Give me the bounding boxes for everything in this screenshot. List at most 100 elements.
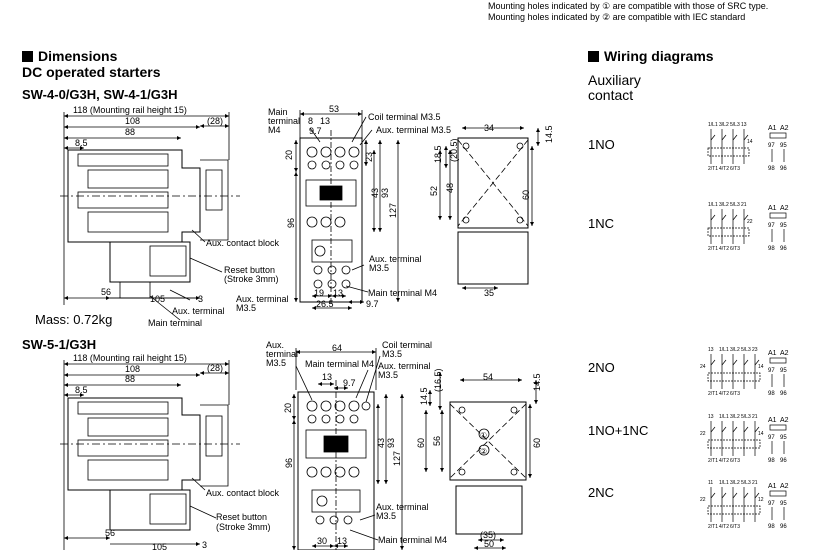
terminal-label-top: 3/L2	[719, 122, 729, 128]
dim-13-2: 13	[322, 372, 332, 382]
contact-label-97: 97	[768, 223, 775, 229]
label-coil-terminal-2: Coil terminal	[382, 340, 432, 350]
side-view-sw5-labels: 118 (Mounting rail height 15) 108 88 8.5…	[73, 353, 280, 550]
dim-14-5: 14.5	[544, 125, 554, 143]
dim-8-5-2: 8.5	[75, 385, 88, 395]
dimensions-heading-text: Dimensions	[38, 48, 118, 64]
note-iec-compat: Mounting holes indicated by ② are compat…	[488, 12, 746, 22]
dim-14-5-b: 14.5	[532, 373, 542, 391]
label-reset-stroke-2: (Stroke 3mm)	[216, 522, 271, 532]
dim-30: 30	[317, 536, 327, 546]
dim-13b-2: 13	[337, 536, 347, 546]
label-main: Main	[268, 107, 288, 117]
dim-60: 60	[521, 190, 531, 200]
terminal-label-top: 3/L2	[730, 480, 740, 486]
coil-label-a1: A1	[768, 483, 777, 490]
aux-contact-label-1: Auxiliary	[588, 72, 641, 88]
dim-50: 50	[484, 539, 494, 549]
label-m4: M4	[268, 125, 281, 135]
dim-20: 20	[284, 150, 294, 160]
label-reset-button-2: Reset button	[216, 512, 267, 522]
dim-127-2: 127	[392, 451, 402, 466]
contact-label-98: 98	[768, 524, 775, 530]
front-view-sw4	[294, 110, 400, 310]
contact-label-98: 98	[768, 458, 775, 464]
label-main-terminal-m4: Main terminal M4	[368, 288, 437, 298]
terminal-label-top: 5/L3	[741, 414, 751, 420]
terminal-label-top: 1/L1	[708, 122, 718, 128]
wiring-label-1nc: 1NC	[588, 216, 615, 231]
dim-64: 64	[332, 343, 342, 353]
label-aux-terminal-m35: M3.5	[236, 303, 256, 313]
label-aux-contact-block: Aux. contact block	[206, 238, 280, 248]
dim-28-2: (28)	[207, 363, 223, 373]
aux-contact-number: 14	[747, 139, 753, 145]
contact-label-96: 96	[780, 166, 787, 172]
label-main-terminal-m4-2: Main terminal M4	[305, 359, 374, 369]
contact-label-96: 96	[780, 458, 787, 464]
terminal-label-bottom: 6/T3	[730, 391, 740, 397]
label-m35-2: M3.5	[266, 358, 286, 368]
aux-contact-number: 14	[758, 364, 764, 370]
dim-60-b: 60	[532, 438, 542, 448]
coil-label-a1: A1	[768, 125, 777, 132]
terminal-label-bottom: 2/T1	[708, 246, 718, 252]
mass-label: Mass: 0.72kg	[35, 312, 113, 327]
contact-label-97: 97	[768, 368, 775, 374]
dim-93: 93	[380, 188, 390, 198]
mounting-view-sw5-labels: (16.5) 14.5 54 14.5 60 56 60 ① ② (35) 50	[416, 368, 542, 549]
coil-label-a2: A2	[780, 483, 789, 490]
dim-35: 35	[484, 288, 494, 298]
terminal-label-top: 3/L2	[730, 347, 740, 353]
label-aux-terminal-low-2: Aux. terminal	[376, 502, 429, 512]
contact-label-96: 96	[780, 246, 787, 252]
dim-3: 3	[198, 294, 203, 304]
dim-96: 96	[286, 218, 296, 228]
label-aux-terminal-r-m35-2: M3.5	[378, 370, 398, 380]
mounting-view-sw4	[438, 126, 540, 290]
aux-contact-number: 22	[747, 219, 753, 225]
contact-label-95: 95	[780, 368, 787, 374]
label-coil-m35-2: M3.5	[382, 349, 402, 359]
terminal-label-bottom: 4/T2	[719, 166, 729, 172]
dim-56-mount: 56	[432, 436, 442, 446]
terminal-label-bottom: 2/T1	[708, 524, 718, 530]
label-aux-terminal-right-m35: M3.5	[369, 263, 389, 273]
dim-53: 53	[329, 104, 339, 114]
contact-label-95: 95	[780, 143, 787, 149]
dim-60-a: 60	[416, 438, 426, 448]
dim-108-2: 108	[125, 364, 140, 374]
label-aux-terminal-low-m35-2: M3.5	[376, 511, 396, 521]
terminal-label-top: 1/L1	[708, 202, 718, 208]
mount-hole-marker-1: ①	[480, 431, 487, 440]
coil-label-a1: A1	[768, 205, 777, 212]
label-aux-2: Aux.	[266, 340, 284, 350]
dim-3-2: 3	[202, 540, 207, 550]
bullet-square-icon	[22, 51, 33, 62]
dim-108: 108	[125, 116, 140, 126]
aux-contact-number: 14	[758, 431, 764, 437]
label-aux-terminal-r-2: Aux. terminal	[378, 361, 431, 371]
terminal-label-top: 13	[708, 347, 714, 353]
dim-18-5: 18.5	[433, 145, 443, 163]
side-view-sw5	[60, 360, 240, 550]
terminal-label-top: 21	[752, 480, 758, 486]
terminal-label-bottom: 2/T1	[708, 458, 718, 464]
contact-label-95: 95	[780, 501, 787, 507]
front-view-sw4-labels: Main terminal M4 53 Coil terminal M3.5 A…	[268, 104, 451, 309]
label-aux-contact-block-2: Aux. contact block	[206, 488, 280, 498]
dimensions-heading: Dimensions	[22, 48, 117, 64]
label-main-terminal-low-2: Main terminal M4	[378, 535, 447, 545]
dim-9-7-2: 9.7	[343, 378, 356, 388]
dim-88-2: 88	[125, 374, 135, 384]
dim-105-2: 105	[152, 542, 167, 550]
dim-14-5-a: 14.5	[419, 387, 429, 405]
dim-rail: 118 (Mounting rail height 15)	[73, 105, 187, 115]
coil-label-a1: A1	[768, 417, 777, 424]
dim-43-2: 43	[376, 438, 386, 448]
